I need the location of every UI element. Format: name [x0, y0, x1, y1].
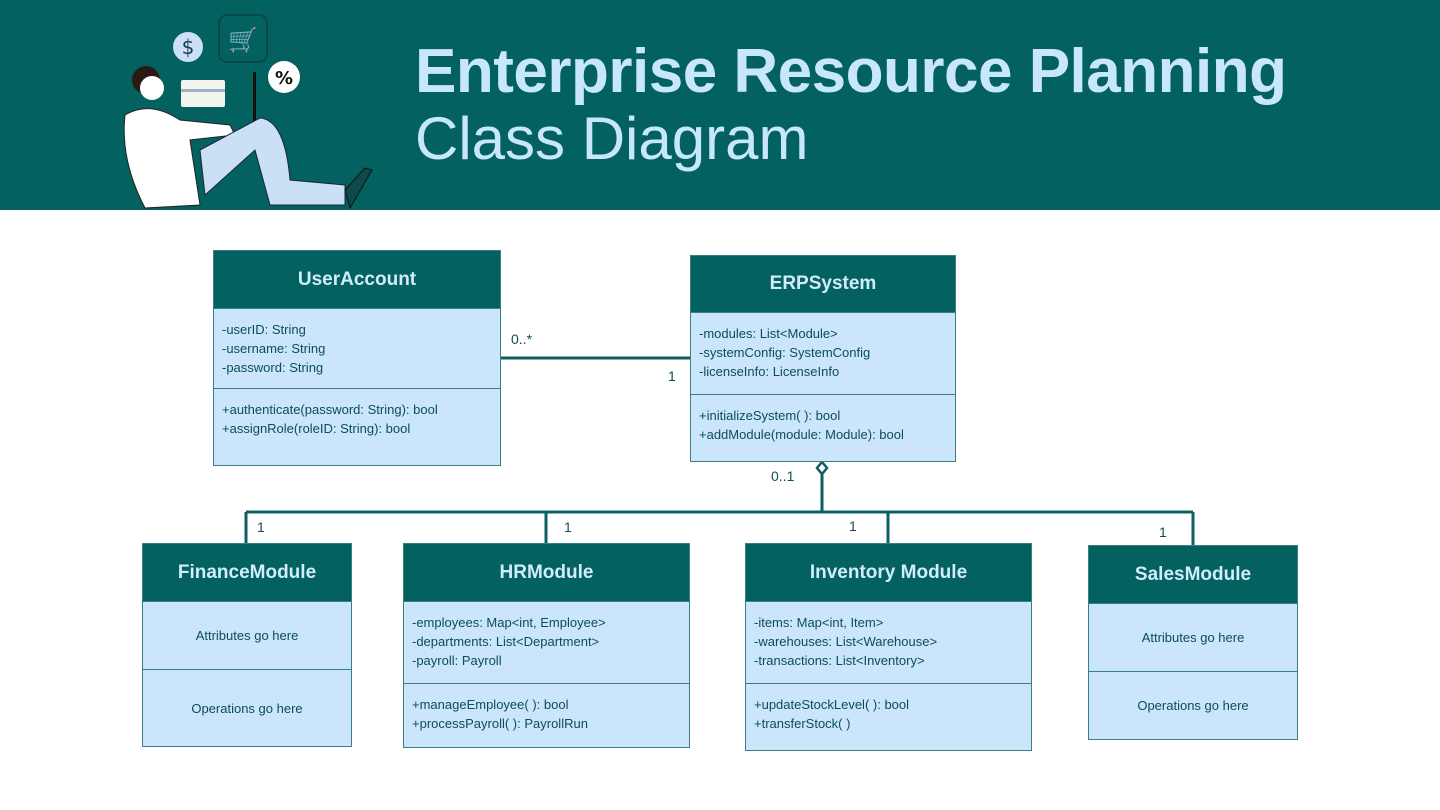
- multiplicity-label: 0..1: [771, 468, 795, 484]
- operation: +processPayroll( ): PayrollRun: [412, 716, 588, 731]
- credit-card-icon: [181, 80, 225, 107]
- attributes-section: -modules: List<Module> -systemConfig: Sys…: [691, 312, 955, 394]
- class-erp[interactable]: ERPSystem -modules: List<Module> -systemCo…: [690, 255, 956, 462]
- attribute: Attributes go here: [195, 628, 299, 643]
- multiplicity-label: 1: [849, 518, 857, 534]
- class-name: FinanceModule: [143, 544, 351, 601]
- class-name: UserAccount: [214, 251, 500, 308]
- attribute: -systemConfig: SystemConfig: [699, 345, 871, 360]
- title-line-2: Class Diagram: [415, 105, 809, 172]
- attribute: -username: String: [222, 341, 326, 356]
- attribute: -departments: List<Department>: [412, 634, 600, 649]
- attributes-section: -userID: String -username: String -passwor…: [214, 308, 500, 388]
- attribute: -password: String: [222, 360, 324, 375]
- multiplicity-label: 1: [564, 519, 572, 535]
- multiplicity-label: 1: [257, 519, 265, 535]
- attributes-section: -employees: Map<int, Employee> -departmen…: [404, 601, 689, 683]
- attribute: -licenseInfo: LicenseInfo: [699, 364, 840, 379]
- attribute: -userID: String: [222, 322, 306, 337]
- attributes-section: Attributes go here: [143, 601, 351, 669]
- attribute: -modules: List<Module>: [699, 326, 838, 341]
- cart-icon: [218, 14, 268, 63]
- aggregation-diamond-icon: [815, 460, 829, 476]
- svg-text:$: $: [182, 35, 195, 59]
- attribute: -items: Map<int, Item>: [754, 615, 884, 630]
- operations-section: +manageEmployee( ): bool +processPayroll(…: [404, 683, 689, 747]
- svg-text:🛒: 🛒: [228, 26, 258, 54]
- person-laptop-illustration: $ 🛒 %: [123, 14, 373, 210]
- class-name: ERPSystem: [691, 256, 955, 312]
- operation: +authenticate(password: String): bool: [222, 402, 438, 417]
- operations-section: Operations go here: [1089, 671, 1297, 739]
- operations-section: +authenticate(password: String): bool +as…: [214, 388, 500, 465]
- attribute: Attributes go here: [1141, 630, 1245, 645]
- class-inventory[interactable]: Inventory Module -items: Map<int, Item> -w…: [745, 543, 1032, 751]
- attributes-section: Attributes go here: [1089, 603, 1297, 671]
- multiplicity-label: 0..*: [511, 331, 533, 347]
- class-user[interactable]: UserAccount -userID: String -username: Str…: [213, 250, 501, 466]
- operation: Operations go here: [191, 700, 303, 716]
- class-name: HRModule: [404, 544, 689, 601]
- attribute: -warehouses: List<Warehouse>: [754, 634, 938, 649]
- operations-section: Operations go here: [143, 669, 351, 746]
- dollar-icon: [173, 32, 203, 62]
- operation: +transferStock( ): [754, 716, 851, 731]
- class-hr[interactable]: HRModule -employees: Map<int, Employee> -d…: [403, 543, 690, 748]
- attribute: -employees: Map<int, Employee>: [412, 615, 606, 630]
- operation: Operations go here: [1137, 698, 1249, 713]
- header-banner: $ 🛒 % Enterprise Resource Planning Class…: [0, 0, 1440, 210]
- attributes-section: -items: Map<int, Item> -warehouses: List<…: [746, 601, 1031, 683]
- operation: +assignRole(roleID: String): bool: [222, 421, 411, 436]
- operation: +initializeSystem( ): bool: [699, 408, 841, 423]
- operation: +updateStockLevel( ): bool: [754, 697, 910, 712]
- percent-icon: [268, 61, 300, 93]
- multiplicity-label: 1: [668, 368, 676, 384]
- operations-section: +updateStockLevel( ): bool +transferStock…: [746, 683, 1031, 750]
- class-name: Inventory Module: [746, 544, 1031, 601]
- operation: +addModule(module: Module): bool: [699, 427, 904, 442]
- svg-text:%: %: [275, 68, 293, 89]
- multiplicity-label: 1: [1159, 524, 1167, 540]
- operation: +manageEmployee( ): bool: [412, 697, 569, 712]
- title-line-1: Enterprise Resource Planning: [415, 37, 1287, 106]
- operations-section: +initializeSystem( ): bool +addModule(mod…: [691, 394, 955, 461]
- attribute: -transactions: List<Inventory>: [754, 653, 925, 668]
- class-name: SalesModule: [1089, 546, 1297, 603]
- attribute: -payroll: Payroll: [412, 653, 502, 668]
